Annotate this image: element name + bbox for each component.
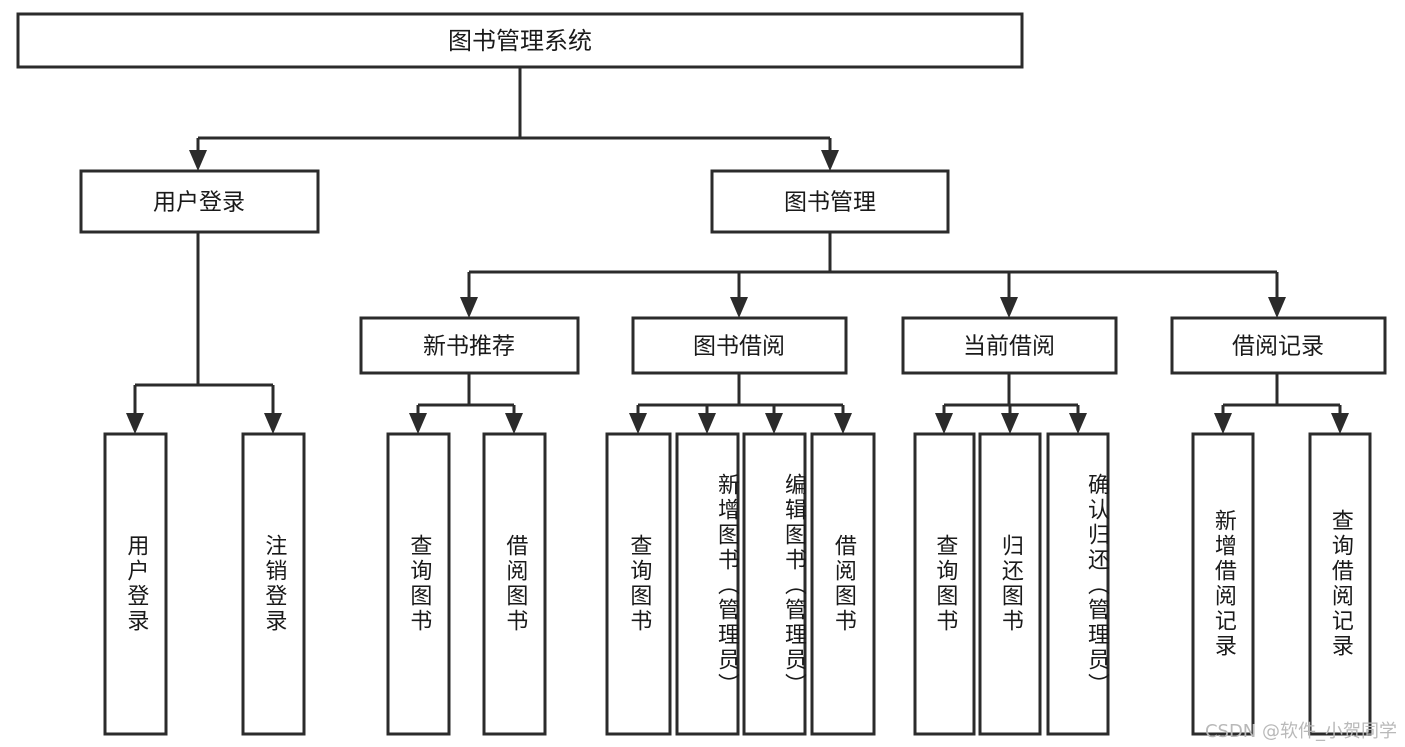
arrow-head-borrow-record	[1268, 297, 1286, 318]
arrow-head-leaf-user-logout	[264, 413, 282, 434]
node-book-borrow[interactable]	[631, 316, 848, 375]
node-user-login-label: 用户登录	[153, 190, 245, 216]
arrow-head-leaf-confirm-return	[1069, 413, 1087, 434]
arrow-head-leaf-add-record	[1214, 413, 1232, 434]
node-leaf-query-record[interactable]	[1308, 432, 1372, 736]
node-root[interactable]	[16, 12, 1024, 69]
arrow-head-leaf-add-book	[698, 413, 716, 434]
node-new-book-recommend[interactable]	[359, 316, 580, 375]
arrow-head-leaf-query-book-3	[935, 413, 953, 434]
arrow-head-leaf-borrow-book-2	[834, 413, 852, 434]
arrow-head-leaf-edit-book	[765, 413, 783, 434]
node-leaf-query-book-3[interactable]	[913, 432, 976, 736]
node-leaf-borrow-book-2[interactable]	[810, 432, 876, 736]
node-layer: 图书管理系统 用户登录 图书管理 新书推荐 图书借阅 当前借阅 借阅记录	[16, 12, 1387, 736]
node-user-login[interactable]	[79, 169, 320, 234]
node-book-manage-label: 图书管理	[784, 190, 876, 216]
node-new-book-recommend-label: 新书推荐	[423, 334, 515, 360]
connector-layer	[126, 67, 1349, 434]
node-leaf-query-book-2[interactable]	[605, 432, 672, 736]
node-leaf-edit-book[interactable]	[742, 432, 807, 736]
node-leaf-add-record[interactable]	[1191, 432, 1255, 736]
arrow-head-current-borrow	[1000, 297, 1018, 318]
node-borrow-record[interactable]	[1170, 316, 1387, 375]
arrow-head-leaf-borrow-book-1	[505, 413, 523, 434]
node-root-label: 图书管理系统	[448, 27, 592, 55]
arrow-head-leaf-user-login	[126, 413, 144, 434]
arrow-head-book-manage	[821, 150, 839, 171]
node-leaf-add-book[interactable]	[675, 432, 740, 736]
node-book-borrow-label: 图书借阅	[693, 334, 785, 360]
node-current-borrow[interactable]	[901, 316, 1118, 375]
node-borrow-record-label: 借阅记录	[1232, 334, 1324, 360]
arrow-head-new-book-recommend	[460, 297, 478, 318]
arrow-head-book-borrow	[730, 297, 748, 318]
node-leaf-return-book[interactable]	[978, 432, 1042, 736]
node-leaf-borrow-book-1[interactable]	[482, 432, 547, 736]
arrow-head-leaf-query-record	[1331, 413, 1349, 434]
node-leaf-user-logout[interactable]	[241, 432, 306, 736]
arrow-head-user-login	[189, 150, 207, 171]
node-leaf-query-book-1[interactable]	[386, 432, 451, 736]
arrow-head-leaf-return-book	[1001, 413, 1019, 434]
arrow-head-leaf-query-book-1	[409, 413, 427, 434]
node-book-manage[interactable]	[710, 169, 950, 234]
node-current-borrow-label: 当前借阅	[963, 334, 1055, 360]
arrow-head-leaf-query-book-2	[629, 413, 647, 434]
node-leaf-confirm-return[interactable]	[1046, 432, 1110, 736]
node-leaf-user-login[interactable]	[103, 432, 168, 736]
